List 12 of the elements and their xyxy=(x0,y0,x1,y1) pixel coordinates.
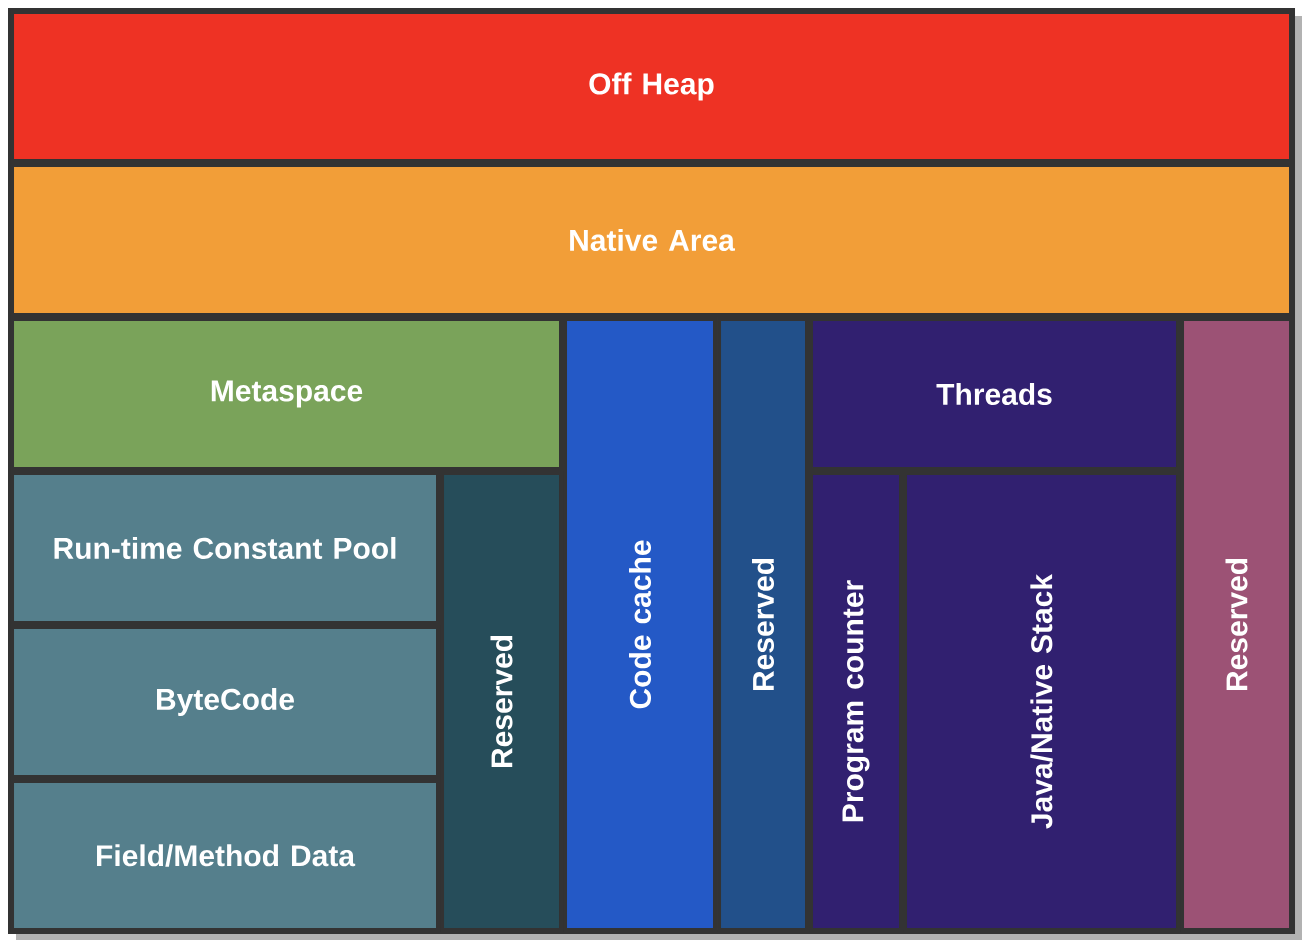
memory-region: Code cache xyxy=(563,317,717,932)
memory-region: Field/Method Data xyxy=(10,779,440,932)
memory-region: Program counter xyxy=(809,471,903,932)
memory-region: Reserved xyxy=(440,471,563,932)
memory-region: Run-time Constant Pool xyxy=(10,471,440,625)
memory-region: Threads xyxy=(809,317,1180,471)
memory-region: Off Heap xyxy=(10,10,1293,163)
memory-region: Native Area xyxy=(10,163,1293,317)
memory-region: Reserved xyxy=(1180,317,1293,932)
memory-region: ByteCode xyxy=(10,625,440,779)
memory-region: Reserved xyxy=(717,317,809,932)
memory-region: Metaspace xyxy=(10,317,563,471)
